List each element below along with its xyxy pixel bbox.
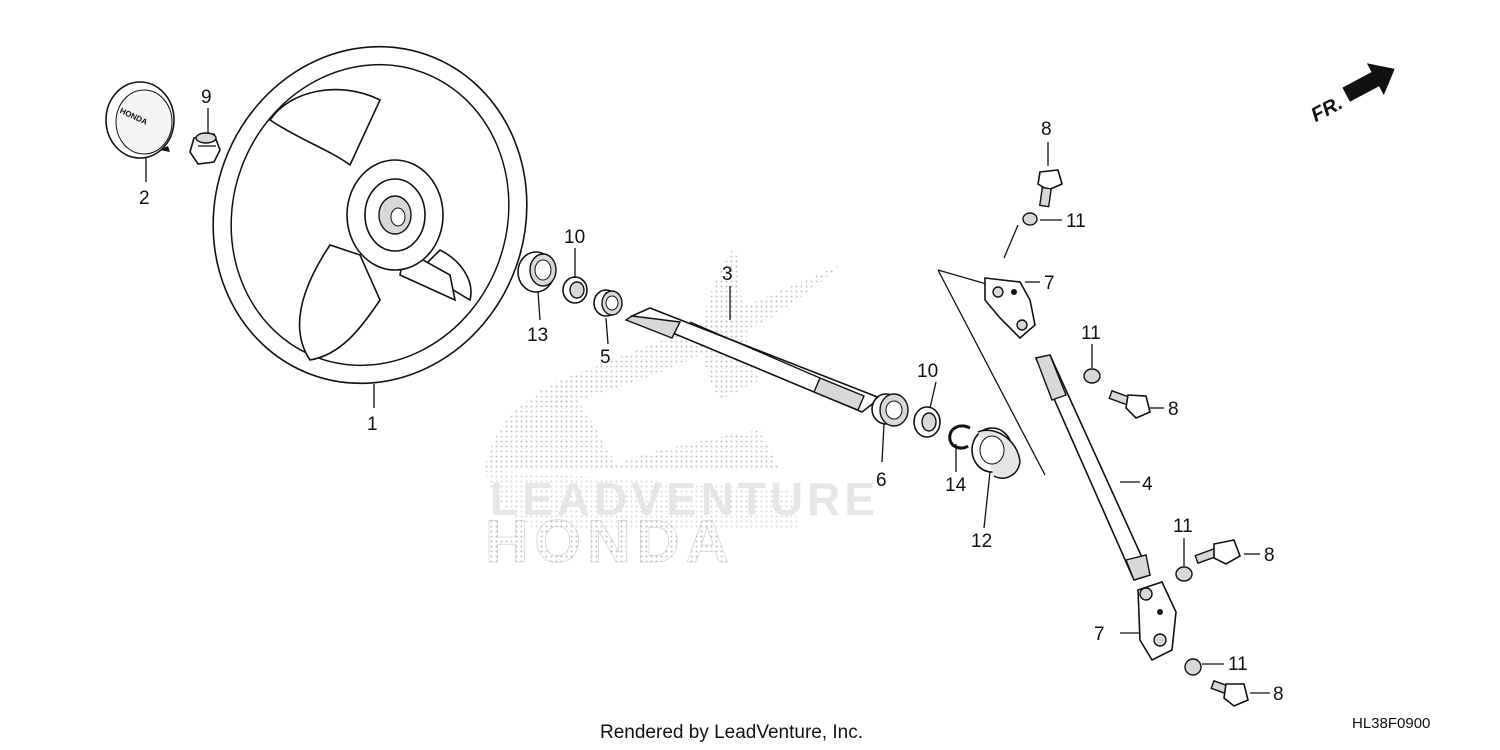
callout-2: 2: [139, 188, 150, 209]
assembly-reference-line-top: [937, 269, 991, 286]
leader-lines: [145, 108, 1270, 694]
callout-7-upper: 7: [1044, 273, 1055, 294]
callout-4: 4: [1142, 474, 1153, 495]
washer-small-part-top: [1022, 212, 1038, 226]
circlip-part: [948, 424, 971, 450]
bolt-part-lower-2: [1210, 679, 1249, 707]
universal-joint-part-lower: [1137, 581, 1177, 662]
intermediate-shaft-part: [1034, 354, 1152, 581]
universal-joint-part-upper: [984, 277, 1036, 340]
bushing-part: [517, 251, 557, 293]
diagram-code: HL38F0900: [1352, 715, 1430, 732]
sleeve-part: [871, 393, 909, 427]
callout-10-lower: 10: [917, 361, 938, 382]
callout-1: 1: [367, 414, 378, 435]
callout-8-mid: 8: [1168, 399, 1179, 420]
callout-6: 6: [876, 470, 887, 491]
nut-part: [189, 132, 221, 165]
callout-8-lower-2: 8: [1273, 684, 1284, 705]
rendered-by-footer: Rendered by LeadVenture, Inc.: [600, 722, 863, 743]
washer-small-part-mid: [1083, 368, 1101, 384]
callout-9: 9: [201, 87, 212, 108]
callout-8-lower-1: 8: [1264, 545, 1275, 566]
callout-12: 12: [971, 531, 992, 552]
washer-small-part-lower-1: [1175, 566, 1193, 582]
front-arrow-icon: [1342, 63, 1395, 102]
collar-part: [593, 289, 623, 317]
washer-small-part-lower-2: [1184, 658, 1202, 676]
callout-7-lower: 7: [1094, 624, 1105, 645]
callout-3: 3: [722, 264, 733, 285]
assembly-reference-line: [937, 269, 1046, 476]
boot-part: [971, 427, 1021, 479]
bolt-part-mid: [1108, 389, 1151, 419]
callout-11-lower-2: 11: [1228, 654, 1248, 675]
front-direction-indicator: FR.: [1308, 63, 1395, 127]
bolt-part-lower-1: [1194, 539, 1241, 565]
callout-11-top: 11: [1066, 211, 1086, 232]
bolt-part-top: [1037, 169, 1063, 208]
callout-11-lower-1: 11: [1173, 516, 1193, 537]
callout-8-top: 8: [1041, 119, 1052, 140]
callout-11-mid: 11: [1081, 323, 1101, 344]
callout-5: 5: [600, 347, 611, 368]
washer-part-upper: [562, 276, 588, 304]
callout-10-upper: 10: [564, 227, 585, 248]
steering-wheel-part: [212, 45, 528, 385]
washer-part-lower: [913, 406, 941, 438]
svg-text:FR.: FR.: [1308, 92, 1347, 127]
callout-14: 14: [945, 475, 967, 496]
honda-watermark: HONDA: [485, 508, 735, 575]
dealer-watermark: LEADVENTURE: [490, 473, 879, 525]
emblem-cap-part: HONDA: [105, 81, 175, 159]
callout-13: 13: [527, 325, 548, 346]
